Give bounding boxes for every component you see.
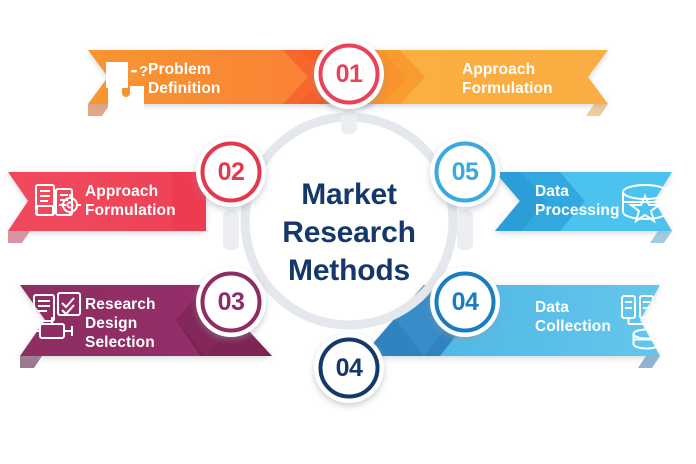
badge-stem-05 bbox=[457, 210, 473, 250]
badge-number-01: 01 bbox=[335, 60, 363, 88]
badge-04[interactable] bbox=[430, 267, 500, 337]
ribbon-label-data-processing: Data Processing bbox=[535, 183, 620, 219]
ribbon-label-approach-formulation-left: Approach Formulation bbox=[85, 183, 176, 219]
badge-stem-01 bbox=[341, 110, 357, 134]
badge-number-05: 05 bbox=[451, 158, 479, 186]
checklist-board-icon bbox=[32, 292, 81, 339]
badge-number-04: 04 bbox=[451, 288, 479, 316]
badge-stem-02 bbox=[223, 210, 239, 250]
puzzle-question-icon: ? bbox=[106, 62, 148, 110]
badge-03[interactable] bbox=[196, 267, 266, 337]
ribbon-label-approach-formulation-top: Approach Formulation bbox=[462, 61, 553, 97]
ribbon-label-problem-definition: Problem Definition bbox=[148, 61, 221, 97]
ribbon-approach-formulation-left[interactable] bbox=[8, 172, 206, 243]
badge-05[interactable] bbox=[430, 137, 500, 207]
svg-text:?: ? bbox=[139, 63, 148, 80]
servers-database-icon bbox=[621, 295, 672, 350]
badge-02[interactable] bbox=[196, 137, 266, 207]
ribbon-label-data-collection: Data Collection bbox=[535, 299, 611, 335]
badge-01[interactable] bbox=[314, 39, 384, 109]
badge-04-bottom[interactable] bbox=[314, 333, 384, 403]
document-gear-icon bbox=[35, 184, 81, 216]
badge-number-04-bottom: 04 bbox=[335, 354, 363, 382]
database-star-icon bbox=[622, 184, 668, 224]
badge-number-02: 02 bbox=[217, 158, 245, 186]
page-title: Market Research Methods bbox=[282, 178, 416, 287]
badge-number-03: 03 bbox=[217, 288, 245, 316]
ribbon-label-research-design-selection: Research Design Selection bbox=[85, 296, 156, 351]
